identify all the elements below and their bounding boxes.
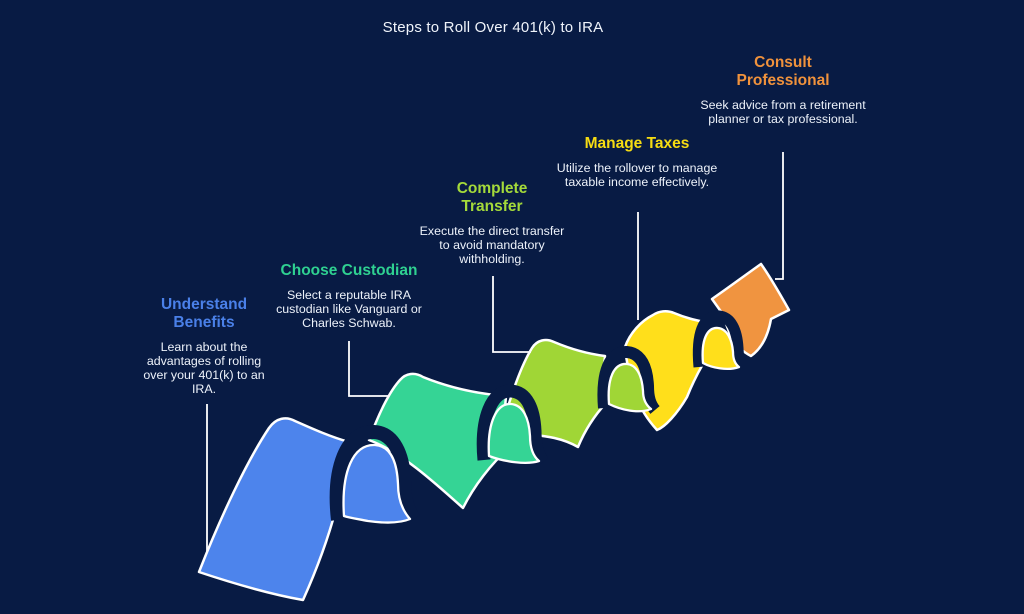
- fold-mound-lime: [607, 362, 653, 413]
- step-description: Seek advice from a retirement planner or…: [700, 98, 866, 126]
- step-description: Select a reputable IRA custodian like Va…: [276, 288, 422, 330]
- fold-gap-lime: [597, 346, 660, 414]
- step-description: Learn about the advantages of rolling ov…: [143, 340, 265, 396]
- connector-step-5: [775, 152, 784, 280]
- step-manage-taxes: Manage Taxes Utilize the rollover to man…: [547, 135, 727, 190]
- step-title: Manage Taxes: [584, 135, 690, 152]
- page-title: Steps to Roll Over 401(k) to IRA: [382, 19, 604, 36]
- step-title: Choose Custodian: [280, 262, 418, 279]
- fold-mound-blue: [342, 443, 412, 524]
- fold-gap-green: [476, 384, 549, 466]
- fold-mound-green: [487, 402, 541, 464]
- fold-gap-yellow: [692, 310, 749, 370]
- ribbon-segment-blue: [197, 417, 351, 602]
- step-title: Complete Transfer: [456, 180, 528, 215]
- connector-step-3: [492, 276, 531, 353]
- fold-mound-yellow: [701, 326, 741, 370]
- step-title: Understand Benefits: [160, 296, 248, 331]
- step-description: Execute the direct transfer to avoid man…: [419, 224, 565, 266]
- step-understand-benefits: Understand Benefits Learn about the adva…: [134, 296, 274, 397]
- connector-step-2: [348, 341, 389, 397]
- fold-gap-blue: [329, 425, 420, 524]
- step-description: Utilize the rollover to manage taxable i…: [556, 161, 718, 189]
- step-choose-custodian: Choose Custodian Select a reputable IRA …: [259, 262, 439, 331]
- step-complete-transfer: Complete Transfer Execute the direct tra…: [416, 180, 568, 267]
- step-title: Consult Professional: [736, 54, 830, 89]
- step-consult-professional: Consult Professional Seek advice from a …: [698, 54, 868, 127]
